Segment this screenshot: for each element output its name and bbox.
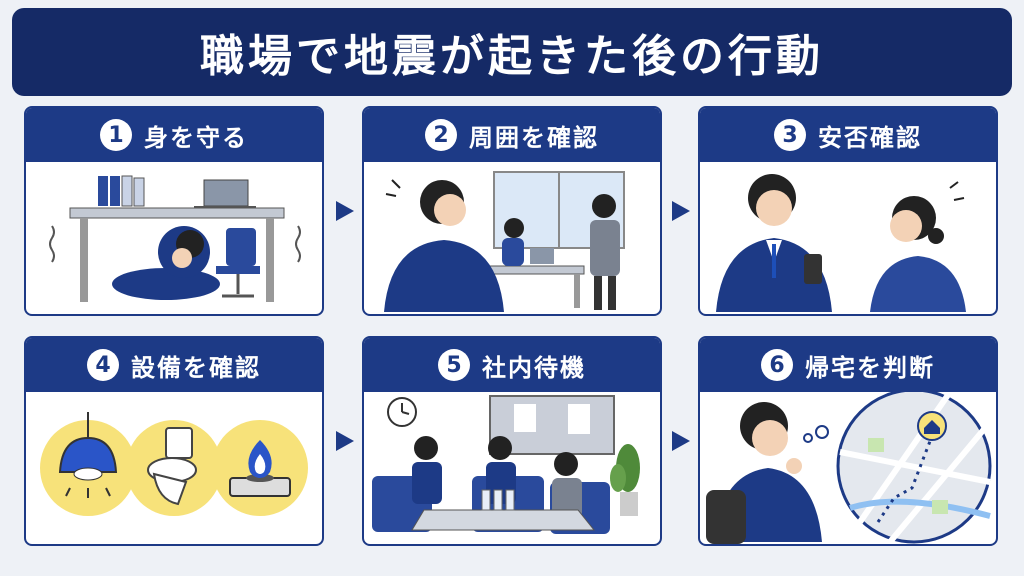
illustration-safety-check	[700, 162, 996, 314]
step-card-2: 2 周囲を確認	[362, 106, 662, 316]
step-title: 社内待機	[482, 353, 586, 382]
laptop-icon	[194, 179, 256, 210]
step-header: 6 帰宅を判断	[700, 338, 996, 392]
office-chair-icon	[216, 228, 260, 298]
plant-icon	[610, 444, 640, 516]
backpack-icon	[706, 490, 746, 544]
table-icon	[411, 509, 596, 531]
water-bottle-icon	[481, 489, 515, 511]
step-header: 3 安否確認	[700, 108, 996, 162]
thought-bubbles	[803, 425, 829, 443]
step-card-1: 1 身を守る	[24, 106, 324, 316]
step-number: 2	[425, 119, 457, 151]
woman-icon	[870, 196, 966, 312]
step-header: 4 設備を確認	[26, 338, 322, 392]
step-header: 1 身を守る	[26, 108, 322, 162]
step-title: 安否確認	[818, 123, 922, 152]
alert-lines	[385, 179, 401, 197]
step-title: 設備を確認	[131, 353, 261, 382]
step-card-3: 3 安否確認	[698, 106, 998, 316]
step-number: 1	[100, 119, 132, 151]
man-with-phone-icon	[716, 174, 832, 312]
illustration-decide-going-home	[700, 392, 996, 544]
alert-lines	[949, 181, 965, 201]
binder-icon	[98, 175, 145, 207]
clock-icon	[387, 397, 417, 427]
step-number: 3	[774, 119, 806, 151]
illustration-protect	[26, 162, 322, 314]
home-pin-icon	[917, 411, 947, 441]
seated-person-icon	[502, 218, 554, 266]
toilet-icon	[147, 427, 197, 506]
arrow-icon	[336, 201, 354, 221]
crouching-person-icon	[112, 226, 220, 300]
smartphone-icon	[804, 254, 822, 284]
arrow-icon	[336, 431, 354, 451]
step-card-6: 6 帰宅を判断	[698, 336, 998, 546]
illustration-stay-in-office	[364, 392, 660, 544]
step-title: 帰宅を判断	[805, 353, 935, 382]
lamp-icon	[58, 412, 118, 498]
standing-person-icon	[590, 194, 620, 310]
step-number: 5	[438, 349, 470, 381]
foreground-person-icon	[384, 180, 504, 312]
step-title: 周囲を確認	[469, 123, 599, 152]
step-title: 身を守る	[144, 123, 248, 152]
thinking-man-icon	[706, 402, 822, 544]
map-icon	[836, 392, 993, 544]
arrow-icon	[672, 201, 690, 221]
illustration-check-surroundings	[364, 162, 660, 314]
step-number: 4	[87, 349, 119, 381]
step-card-5: 5 社内待機	[362, 336, 662, 546]
gas-stove-icon	[229, 440, 291, 497]
step-number: 6	[761, 349, 793, 381]
step-card-4: 4 設備を確認	[24, 336, 324, 546]
shaking-lines	[49, 225, 301, 263]
title-banner: 職場で地震が起きた後の行動	[12, 8, 1012, 96]
step-header: 2 周囲を確認	[364, 108, 660, 162]
desk-icon	[69, 207, 285, 302]
step-header: 5 社内待機	[364, 338, 660, 392]
arrow-icon	[672, 431, 690, 451]
page-title: 職場で地震が起きた後の行動	[200, 31, 824, 82]
illustration-check-equipment	[26, 392, 322, 544]
